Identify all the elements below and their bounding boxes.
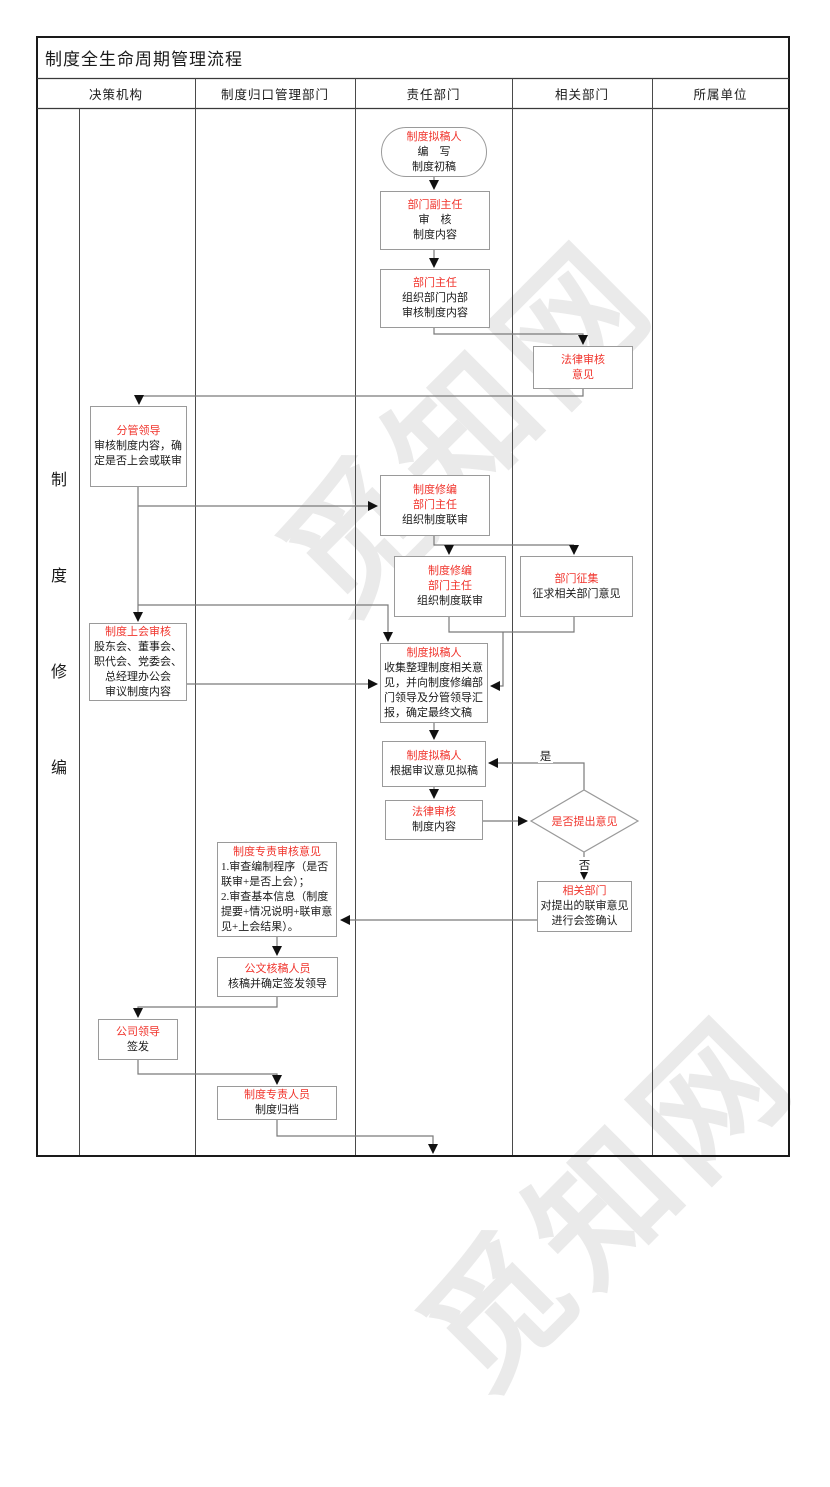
node-body: 征求相关部门意见 (532, 587, 621, 600)
side-label-char: 修 (50, 664, 67, 681)
node-dept-opinion-collect: 部门征集 征求相关部门意见 (520, 556, 633, 617)
column-header-responsible-dept: 责任部门 (406, 87, 461, 102)
node-related-dept-countersign: 相关部门 对提出的联审意见 进行会签确认 (537, 881, 632, 932)
node-document-checker: 公文核稿人员 核稿并确定签发领导 (217, 957, 338, 997)
node-body: 收集整理制度相关意 见，并向制度修编部 门领导及分管领导汇 报，确定最终文稿 (384, 661, 483, 719)
node-legal-review-opinion: 法律审核 意见 (533, 346, 633, 389)
node-title: 公司领导 (116, 1025, 160, 1038)
side-label-char: 制 (50, 472, 67, 489)
node-body: 核稿并确定签发领导 (228, 978, 327, 990)
node-title: 部门征集 (554, 572, 599, 585)
node-body: 制度归档 (255, 1104, 299, 1116)
node-drafter-revise: 制度拟稿人 根据审议意见拟稿 (382, 741, 486, 787)
node-body: 1.审查编制程序（是否 联审+是否上会）； 2.审查基本信息（制度 提要+情况说… (221, 860, 333, 933)
side-label-revision: 制 度 修 编 (40, 466, 78, 778)
node-body: 根据审议意见拟稿 (390, 765, 478, 777)
node-title: 制度专责人员 (244, 1089, 310, 1101)
node-title: 部门副主任 (407, 199, 463, 211)
node-body: 组织制度联审 (402, 514, 468, 526)
node-title: 制度拟稿人 (406, 750, 462, 762)
node-deputy-director-review: 部门副主任 审 核 制度内容 (380, 191, 490, 250)
node-archiver: 制度专责人员 制度归档 (217, 1086, 337, 1120)
side-label-char: 度 (50, 568, 67, 585)
column-header-related-dept: 相关部门 (554, 87, 609, 102)
node-title: 制度上会审核 (105, 625, 171, 638)
node-director-internal-review: 部门主任 组织部门内部 审核制度内容 (380, 269, 490, 328)
node-body: 股东会、董事会、 职代会、党委会、 总经理办公会 审议制度内容 (94, 640, 182, 698)
node-body: 组织部门内部 审核制度内容 (402, 292, 468, 319)
node-title: 法律审核 (412, 806, 456, 818)
node-title: 法律审核 意见 (561, 353, 605, 381)
column-header-centralized-mgmt: 制度归口管理部门 (220, 87, 329, 102)
branch-label-yes: 是 (538, 748, 553, 763)
node-revision-director-1: 制度修编 部门主任 组织制度联审 (380, 475, 490, 536)
node-title: 制度拟稿人 (406, 130, 462, 143)
node-title: 制度修编 部门主任 (413, 484, 457, 511)
node-legal-review-content: 法律审核 制度内容 (385, 800, 483, 840)
side-label-char: 编 (50, 760, 67, 777)
node-meeting-review: 制度上会审核 股东会、董事会、 职代会、党委会、 总经理办公会 审议制度内容 (89, 623, 187, 701)
node-drafter-collect-opinions: 制度拟稿人 收集整理制度相关意 见，并向制度修编部 门领导及分管领导汇 报，确定… (380, 643, 488, 723)
node-company-leader-sign: 公司领导 签发 (98, 1019, 178, 1060)
node-supervising-leader: 分管领导 审核制度内容，确 定是否上会或联审 (90, 406, 187, 487)
node-title: 制度修编 部门主任 (428, 565, 472, 592)
page-title: 制度全生命周期管理流程 (45, 50, 243, 69)
node-revision-director-2: 制度修编 部门主任 组织制度联审 (394, 556, 506, 617)
node-specialist-review-opinion: 制度专责审核意见 1.审查编制程序（是否 联审+是否上会）； 2.审查基本信息（… (217, 842, 337, 937)
node-body: 审核制度内容，确 定是否上会或联审 (94, 440, 182, 467)
node-body: 制度内容 (412, 821, 456, 833)
branch-label-no: 否 (577, 857, 592, 872)
node-body: 签发 (127, 1040, 149, 1053)
watermark-text: 觅知网 (395, 991, 824, 1420)
column-header-affiliated-unit: 所属单位 (693, 87, 748, 102)
node-title: 制度专责审核意见 (233, 845, 321, 858)
node-title: 是否提出意见 (551, 816, 618, 828)
node-body: 审 核 制度内容 (413, 214, 457, 241)
node-title: 制度拟稿人 (406, 646, 462, 659)
node-title: 分管领导 (116, 425, 161, 437)
node-title: 相关部门 (562, 885, 607, 897)
node-decision-has-opinion: 是否提出意见 (531, 813, 638, 829)
node-body: 组织制度联审 (417, 595, 483, 607)
node-title: 部门主任 (413, 277, 457, 289)
node-body: 对提出的联审意见 进行会签确认 (540, 900, 629, 927)
node-start-draft: 制度拟稿人 编 写 制度初稿 (381, 127, 487, 177)
node-body: 编 写 制度初稿 (412, 145, 456, 173)
node-title: 公文核稿人员 (244, 963, 311, 975)
column-header-decision-body: 决策机构 (88, 87, 143, 102)
